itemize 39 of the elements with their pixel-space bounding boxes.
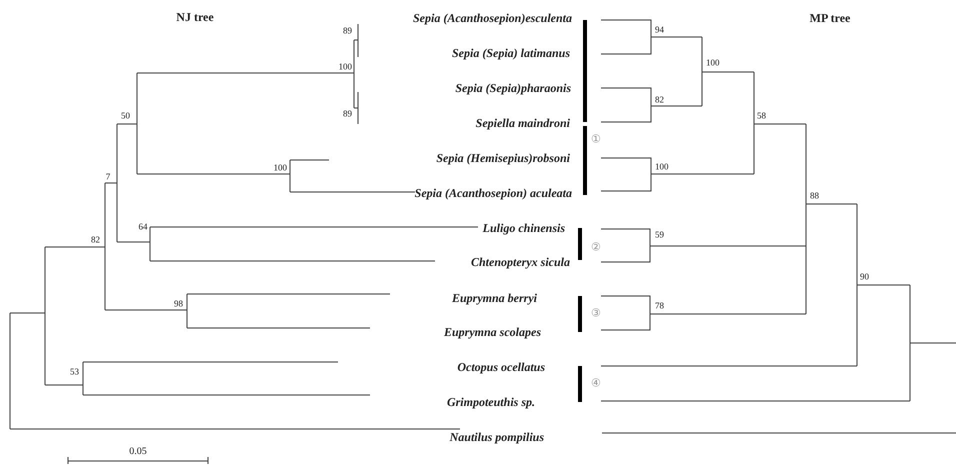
taxon-name: Luligo chinensis [482, 222, 565, 234]
tree-title: NJ tree [176, 11, 214, 23]
bootstrap-value: 89 [343, 26, 352, 36]
bootstrap-value: 100 [274, 164, 287, 172]
clade-number: ③ [591, 308, 601, 320]
taxon-name: Euprymna berryi [452, 292, 537, 304]
taxon-name: Sepiella maindroni [476, 117, 570, 129]
bootstrap-value: 100 [338, 62, 352, 72]
bootstrap-value: 7 [106, 172, 110, 182]
taxon-name: Sepia (Acanthosepion) aculeata [414, 187, 572, 199]
bootstrap-value: 100 [655, 162, 668, 172]
bootstrap-value: 64 [138, 222, 148, 232]
bootstrap-value: 82 [91, 236, 100, 244]
bootstrap-value: 58 [757, 112, 766, 120]
taxon-name: Sepia (Sepia)pharaonis [455, 82, 571, 94]
tree-title: MP tree [810, 12, 850, 24]
taxon-name: Sepia (Acanthosepion)esculenta [412, 12, 572, 24]
taxon-name: Chtenopteryx sicula [470, 256, 570, 268]
taxon-name: Nautilus pompilius [450, 431, 544, 443]
bootstrap-value: 78 [655, 302, 664, 310]
bootstrap-value: 59 [655, 230, 664, 240]
bootstrap-value: 98 [174, 300, 183, 308]
taxon-name: Grimpoteuthis sp. [446, 396, 535, 408]
taxon-name: Euprymna scolapes [444, 326, 541, 338]
clade-number: ② [591, 242, 601, 254]
scale-label: 0.05 [129, 447, 147, 457]
bootstrap-value: 90 [860, 272, 869, 282]
bootstrap-value: 88 [810, 192, 819, 200]
bootstrap-value: 94 [655, 26, 664, 34]
clade-number: ① [591, 134, 601, 146]
clade-number: ④ [591, 378, 601, 390]
bootstrap-value: 50 [121, 112, 130, 120]
taxon-name: Sepia (Sepia) latimanus [452, 47, 570, 59]
bootstrap-value: 100 [706, 58, 720, 68]
taxon-name: Octopus ocellatus [457, 361, 545, 373]
bootstrap-value: 82 [655, 96, 664, 104]
bootstrap-value: 89 [343, 110, 352, 118]
taxon-name: Sepia (Hemisepius)robsoni [436, 152, 570, 164]
bootstrap-value: 53 [70, 368, 79, 376]
